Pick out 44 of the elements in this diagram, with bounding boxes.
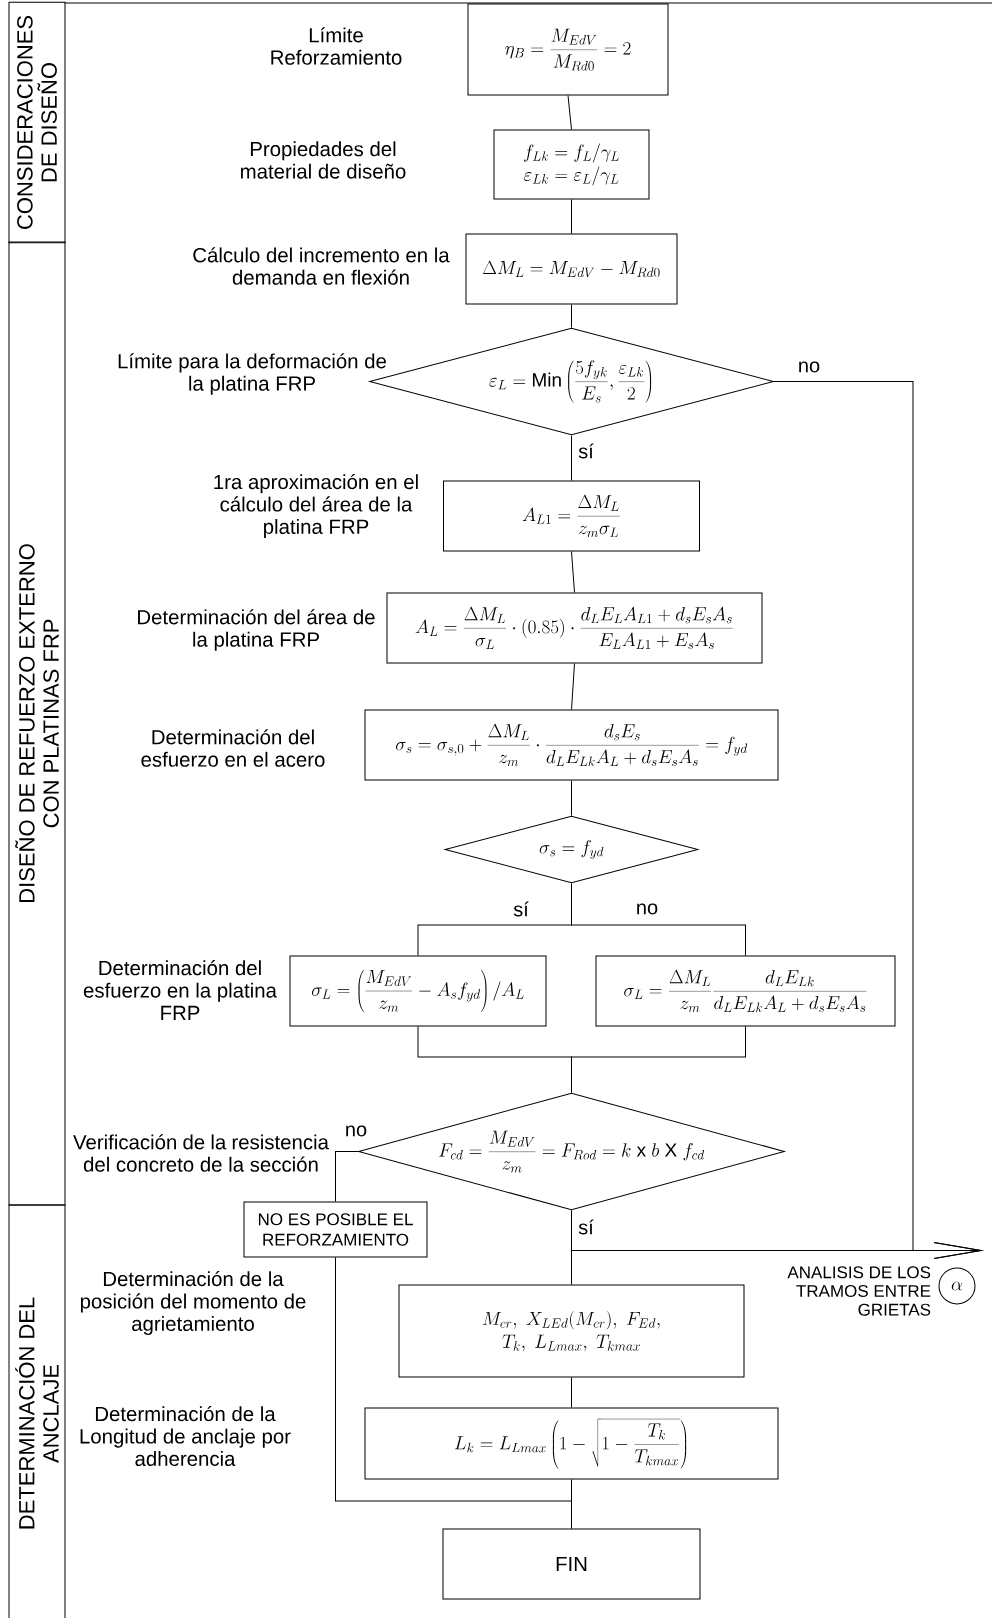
formula-box: $A_{L1} = \frac{\Delta M_{L}}{z_{m} \sigma_{L}}$ xyxy=(443,480,700,552)
message-box: NO ES POSIBLE EL REFORZAMIENTO xyxy=(243,1201,428,1258)
connector-line xyxy=(571,780,572,816)
connector-line xyxy=(571,304,572,328)
section-band: DETERMINACIÓN DEL ANCLAJE xyxy=(8,1204,66,1618)
step-description: Cálculo del incremento en la demanda en flexión xyxy=(193,247,450,285)
step-description: Determinación del esfuerzo en el acero xyxy=(141,729,325,767)
connector-line xyxy=(335,1151,359,1202)
connector-line xyxy=(571,1377,572,1408)
connector-line xyxy=(571,435,572,481)
connector-line xyxy=(571,199,572,234)
step-description: Determinación del área de la platina FRP xyxy=(138,609,375,651)
edge-label: sí xyxy=(577,1218,595,1236)
connector-line xyxy=(571,663,575,710)
formula-box: $f_{Lk} = f_{L} / \gamma_{L}$ $\varepsilon_{Lk} = \varepsilon_{L} / \gamma_{L}$ xyxy=(493,129,650,200)
step-description: 1ra aproximación en el cálculo del área de la platina FRP xyxy=(214,473,418,538)
formula-box: $M_{cr} ,\; X_{LEd}(M_{cr}) ,\; F_{Ed} ,$ $T_{k} ,\; L_{Lmax} ,\; T_{kmax}$ xyxy=(398,1284,745,1378)
section-band: CONSIDERACIONES DE DISEÑO xyxy=(8,1,66,244)
end-box: FIN xyxy=(442,1528,701,1600)
step-description: Determinación del esfuerzo en la platina FRP xyxy=(83,960,277,1020)
formula-box: $\Delta M_{L} = M_{EdV} - M_{Rd0}$ xyxy=(465,233,678,305)
connector-line xyxy=(567,95,572,130)
step-description: Determinación de la posición del momento de agrietamiento xyxy=(80,1270,306,1335)
section-band: DISEÑO DE REFUERZO EXTERNO CON PLATINAS FRP xyxy=(8,241,66,1206)
connector-line xyxy=(571,1026,746,1093)
edge-label: sí xyxy=(512,900,530,918)
connector-line xyxy=(571,1479,572,1529)
step-description: Límite para la deformación de la platina FRP xyxy=(118,353,386,395)
formula-box: $A_{L} = \frac{\Delta M_{L}}{\sigma_{L}} \cdot (0.85) \cdot \frac{d_{L} E_{L} A_{L1} + d_{s} E_{s} A_{s}}{E_{L} A_{L1} + E_{s} A_{s}}$ xyxy=(386,592,763,664)
formula-box: $\eta_{B} = \frac{M_{EdV}}{M_{Rd0}} = 2$ xyxy=(467,3,669,96)
formula-box: $\sigma_{L} = \left(\frac{M_{EdV}}{z_{m}} - A_{s} f_{yd}\right) / A_{L}$ xyxy=(289,955,547,1027)
formula-box: $\sigma_{s} = \sigma_{s,0} + \frac{\Delta M_{L}}{z_{m}} \cdot \frac{d_{s} E_{s}}{d_{L} E_{Lk} A_{L} + d_{s} E_{s} A_{s}} = f_{yd}$ xyxy=(364,709,779,781)
formula-box: $\sigma_{L} = \frac{\Delta M_{L}}{z_{m}} \frac{d_{L} E_{Lk}}{d_{L} E_{Lk} A_{L} + d_{s} E_{s} A_{s}}$ xyxy=(595,955,896,1027)
connector-line xyxy=(571,551,575,593)
connector-line xyxy=(571,1210,982,1259)
connector-note: ANALISIS DE LOS TRAMOS ENTRE GRIETAS xyxy=(787,1266,931,1316)
step-description: Límite Reforzamiento xyxy=(271,27,402,65)
edge-label: sí xyxy=(577,442,595,460)
step-description: Verificación de la resistencia del concreto de la sección xyxy=(73,1134,329,1172)
edge-label: no xyxy=(634,902,660,916)
step-description: Propiedades del material de diseño xyxy=(241,141,406,179)
edge-label: no xyxy=(796,360,822,374)
connector-line xyxy=(571,883,746,956)
formula-box: $L_{k} = L_{Lmax} \left(1 - \sqrt{1 - \frac{T_{k}}{T_{kmax}}}\right)$ xyxy=(364,1407,779,1480)
